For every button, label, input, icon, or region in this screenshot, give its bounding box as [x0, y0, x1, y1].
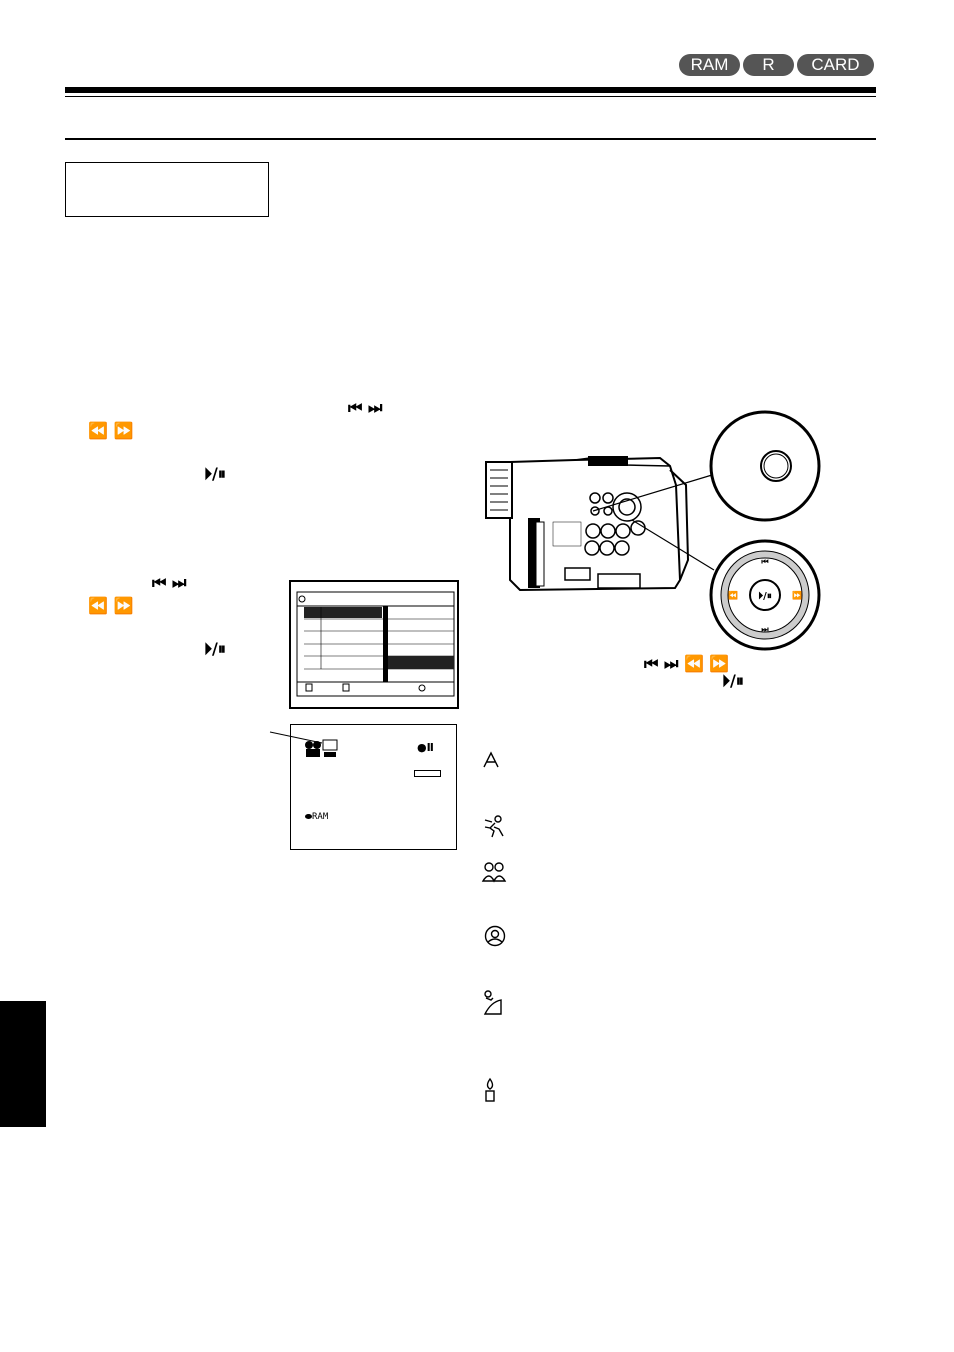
zoom-circle-button	[709, 410, 821, 522]
disc-indicator: RAM	[305, 812, 328, 822]
skip-buttons-glyph: ⏮ ⏭	[348, 398, 383, 417]
callout-buttons-glyph: ⏮ ⏭ ⏪ ⏩	[644, 654, 730, 673]
skip-buttons-glyph-2: ⏮ ⏭	[152, 573, 187, 592]
sports-icon	[484, 815, 504, 838]
svg-text:⏮: ⏮	[761, 557, 768, 566]
badge-card: CARD	[797, 54, 874, 76]
low-light-icon	[485, 1077, 495, 1102]
play-pause-glyph: ⏵/⏸	[204, 464, 226, 483]
callout-play-pause-glyph: ⏵/⏸	[722, 671, 744, 690]
record-screen	[290, 724, 457, 850]
badge-ram: RAM	[679, 54, 740, 76]
menu-screen	[289, 580, 459, 709]
svg-text:⏩: ⏩	[792, 590, 802, 600]
record-status: ●Ⅱ	[417, 741, 434, 754]
remaining-bar	[414, 770, 441, 777]
portrait-icon	[481, 862, 507, 883]
menu-screen-content	[296, 591, 455, 697]
badge-r: R	[743, 54, 794, 76]
spotlight-icon	[484, 925, 506, 947]
section-title-box	[65, 162, 269, 217]
zoom-circle-control-pad: ⏵/⏸ ⏮ ⏭ ⏪ ⏩	[709, 539, 821, 651]
camera-mode-icon	[305, 739, 338, 757]
svg-text:⏭: ⏭	[761, 625, 769, 634]
svg-text:⏵/⏸: ⏵/⏸	[758, 591, 772, 602]
disc-icon	[305, 814, 312, 819]
header-rule-thin	[65, 96, 876, 97]
search-buttons-glyph-2: ⏪ ⏩	[88, 596, 134, 615]
side-tab	[0, 1001, 46, 1127]
surf-snow-icon	[483, 990, 502, 1015]
auto-icon	[483, 751, 499, 768]
camcorder-illustration	[485, 456, 715, 592]
header-rule-thick	[65, 87, 876, 93]
search-buttons-glyph: ⏪ ⏩	[88, 421, 134, 440]
play-pause-glyph-2: ⏵/⏸	[204, 639, 226, 658]
section-rule	[65, 138, 876, 140]
svg-text:⏪: ⏪	[728, 590, 738, 600]
record-screen-pointer	[269, 731, 323, 744]
disc-label: RAM	[312, 812, 329, 822]
